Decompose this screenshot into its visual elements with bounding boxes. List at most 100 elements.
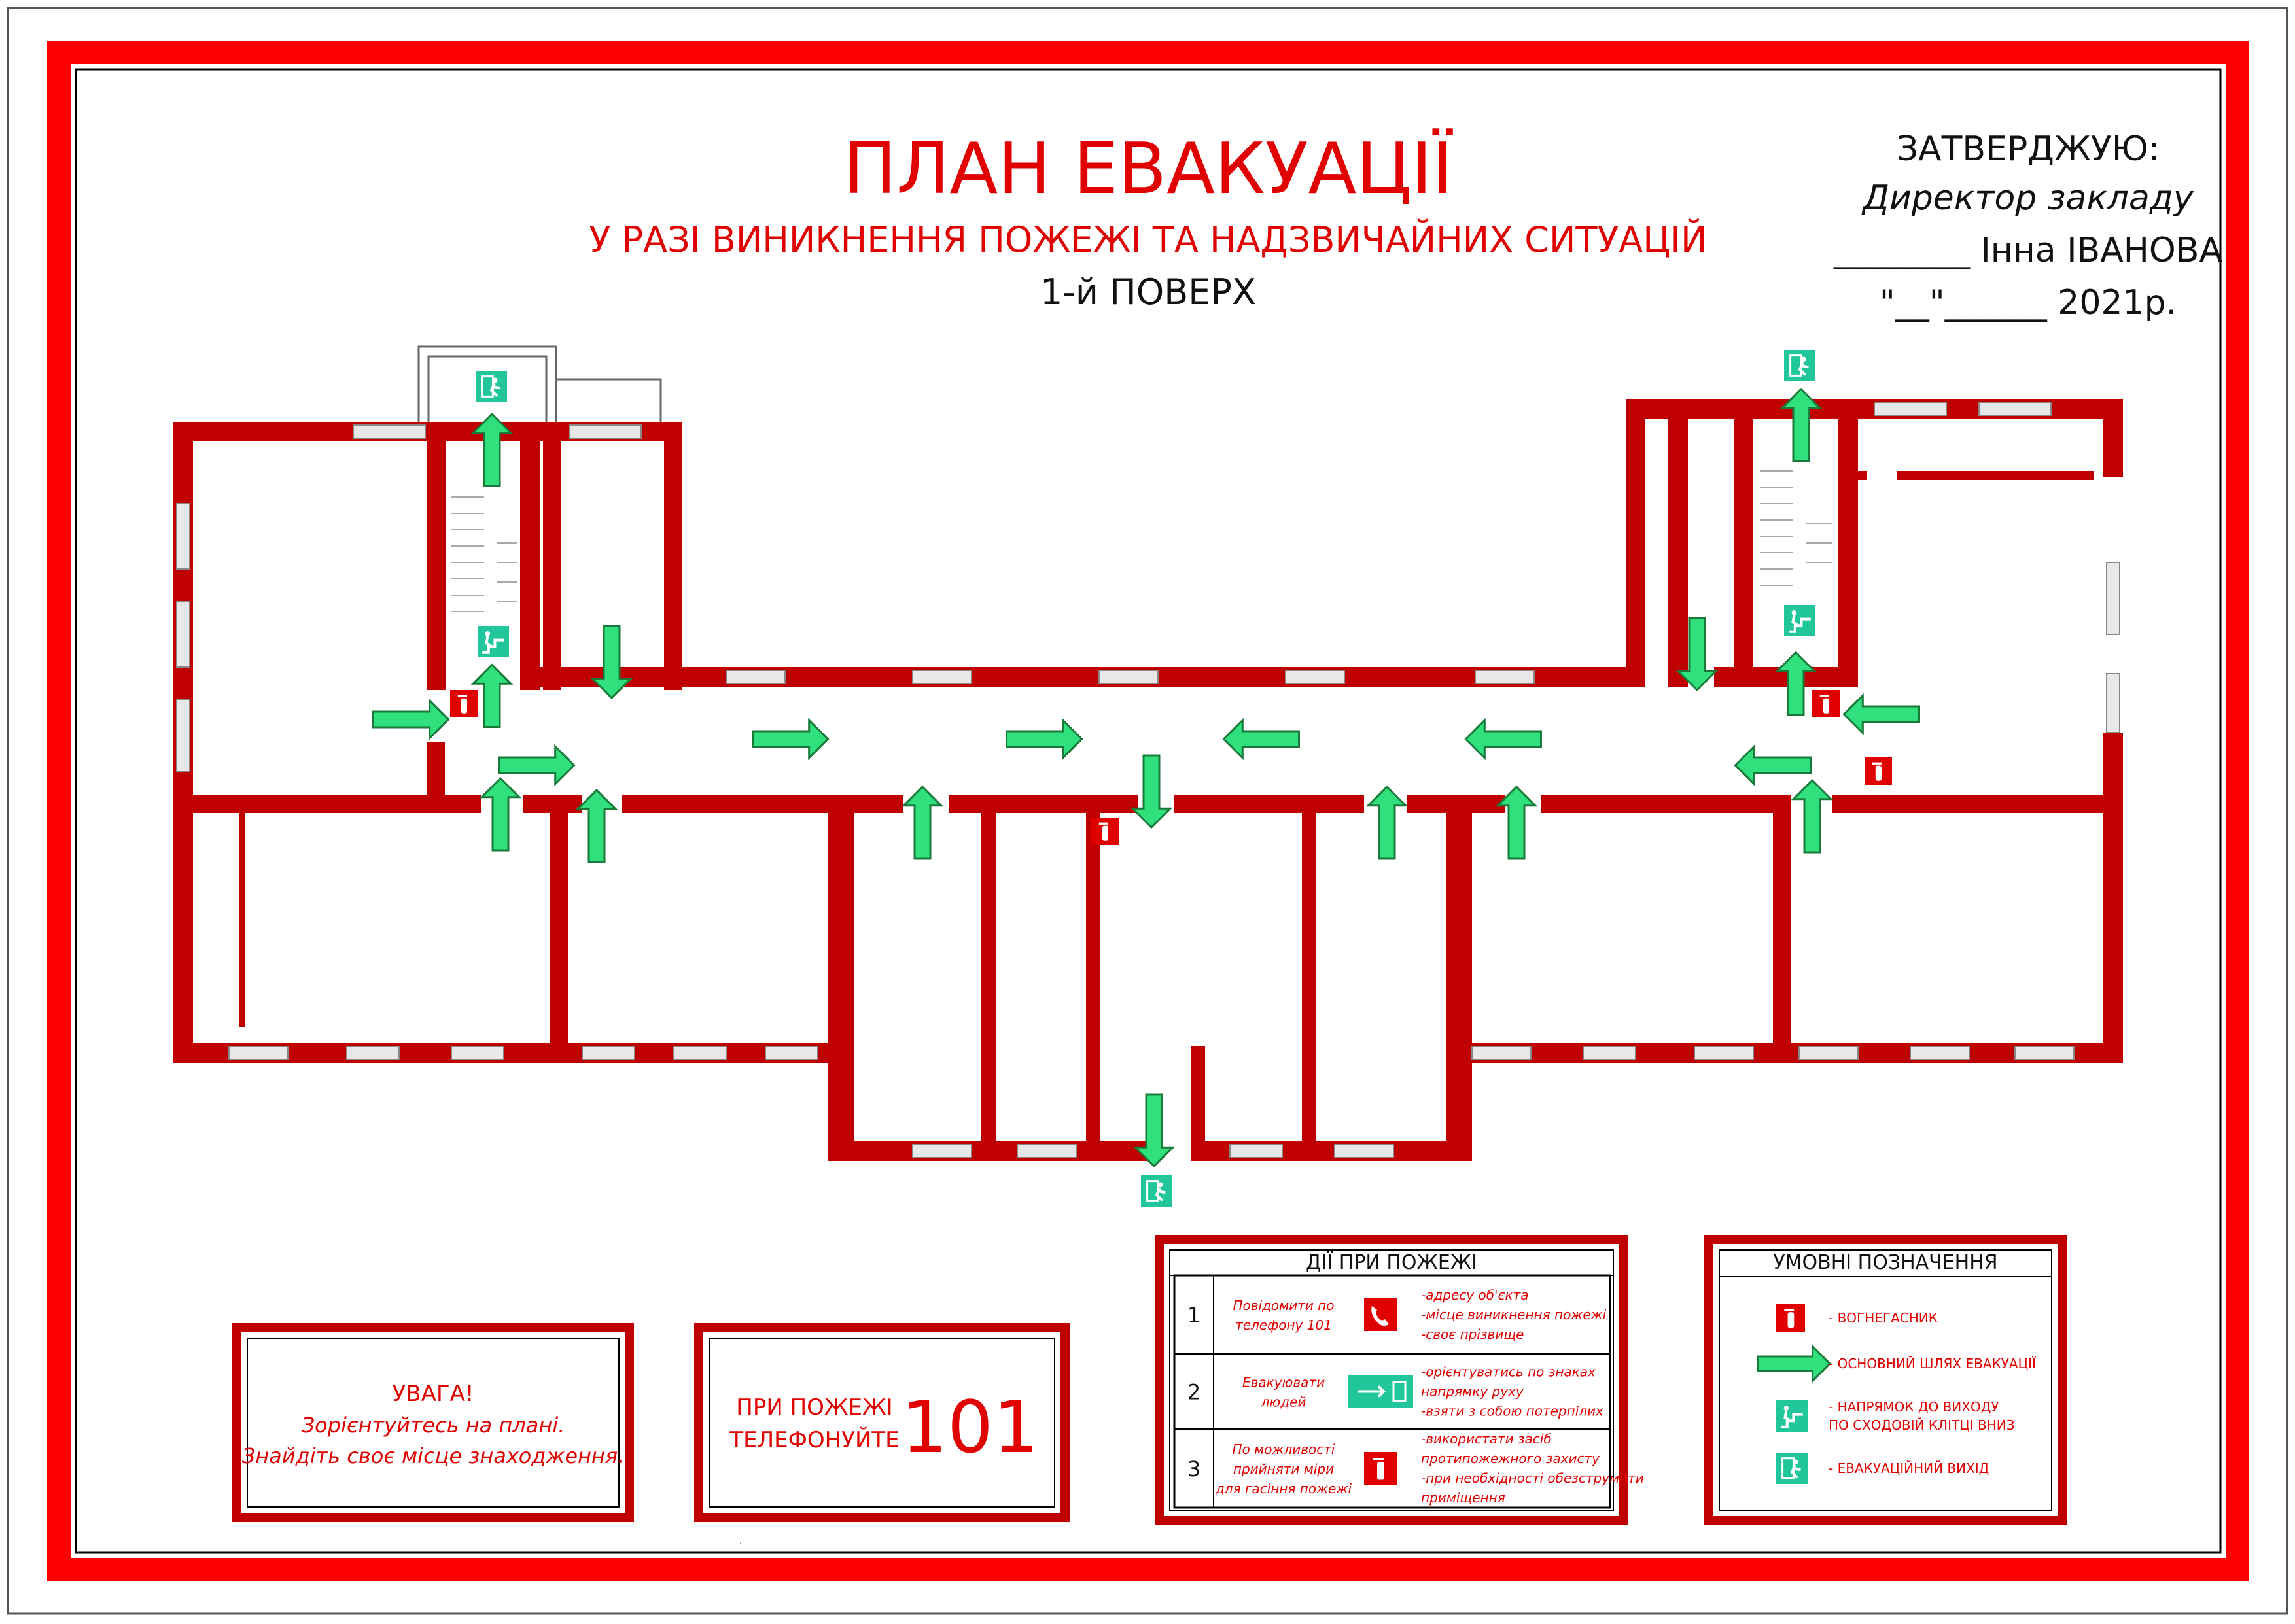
action-detail: -місце виникнення пожежі	[1421, 1307, 1607, 1322]
action-detail: протипожежного захисту	[1421, 1451, 1600, 1466]
window	[1583, 1046, 1636, 1060]
window	[1874, 402, 1947, 416]
evacuation-arrow	[1495, 785, 1538, 860]
action-detail: -орієнтуватись по знаках	[1421, 1364, 1596, 1380]
extinguisher-icon	[1865, 757, 1892, 785]
window	[1475, 670, 1535, 684]
legend-label: - ЕВАКУАЦІЙНИЙ ВИХІД	[1829, 1460, 1989, 1476]
action-number: 2	[1187, 1380, 1200, 1405]
evacuation-arrow	[470, 663, 514, 728]
plan-subtitle: У РАЗІ ВИНИКНЕННЯ ПОЖЕЖІ ТА НАДЗВИЧАЙНИХ…	[589, 219, 1708, 260]
window	[2106, 562, 2120, 635]
wall	[550, 795, 568, 1063]
window	[726, 670, 786, 684]
window	[1910, 1046, 1970, 1060]
action-text: прийняти міри	[1233, 1461, 1334, 1477]
window	[1798, 1046, 1859, 1060]
wall	[1446, 795, 1472, 1161]
window	[1334, 1144, 1394, 1158]
evacuation-arrow	[470, 412, 514, 487]
window	[2014, 1046, 2075, 1060]
window	[569, 424, 642, 439]
window	[1694, 1046, 1754, 1060]
evacuation-arrow	[479, 776, 522, 852]
right-staircase	[1760, 470, 1832, 586]
wall	[239, 811, 245, 1027]
window	[1285, 670, 1345, 684]
legend-label: - ОСНОВНИЙ ШЛЯХ ЕВАКУАЦІЇ	[1829, 1356, 2036, 1372]
evacuation-arrow	[901, 785, 944, 860]
extinguisher-icon	[1091, 818, 1119, 845]
wall	[427, 422, 446, 690]
wall	[1858, 471, 1867, 480]
action-text: для гасіння пожежі	[1215, 1481, 1352, 1496]
extinguisher-icon	[1776, 1304, 1805, 1332]
stray-dot: .	[739, 1536, 742, 1546]
wall	[1302, 795, 1316, 1161]
approval-line-1: ЗАТВЕРДЖУЮ:	[1897, 130, 2160, 169]
evacuation-arrow	[1779, 387, 1823, 462]
approval-block: ЗАТВЕРДЖУЮ: Директор закладу ________ Ін…	[1833, 130, 2223, 322]
window	[673, 1046, 727, 1060]
evacuation-arrow	[372, 698, 450, 741]
action-text: Евакуювати	[1242, 1375, 1325, 1391]
action-number: 3	[1187, 1457, 1200, 1481]
warning-line-3: Знайдіть своє місце знаходження.	[242, 1443, 625, 1468]
window	[176, 699, 190, 772]
action-detail: -своє прізвище	[1421, 1326, 1524, 1342]
left-staircase	[451, 496, 517, 612]
wall	[2103, 399, 2123, 477]
extinguisher-icon	[450, 690, 478, 717]
stair-exit-icon	[1776, 1400, 1808, 1432]
approval-line-2: Директор закладу	[1861, 179, 2194, 218]
legend-label: - ВОГНЕГАСНИК	[1829, 1310, 1938, 1326]
window	[912, 1144, 972, 1158]
wall	[1174, 795, 1364, 813]
window	[1229, 1144, 1283, 1158]
inner-frame-line	[75, 68, 2222, 1554]
wall	[828, 795, 854, 1161]
window	[1098, 670, 1159, 684]
extinguisher-icon	[1812, 690, 1840, 717]
wall	[1086, 795, 1100, 1161]
evacuation-arrow	[1734, 744, 1812, 787]
wall	[1773, 795, 1791, 1063]
action-detail: -взяти з собою потерпілих	[1421, 1404, 1603, 1419]
exit-sign-icon	[476, 371, 507, 402]
action-detail: -використати засіб	[1421, 1431, 1552, 1447]
wall	[1897, 471, 2094, 480]
wall	[2103, 733, 2123, 1063]
action-detail: приміщення	[1421, 1490, 1505, 1506]
evacuation-route	[372, 387, 1920, 1168]
window	[451, 1046, 504, 1060]
action-detail: напрямку руху	[1421, 1384, 1524, 1400]
evacuation-arrow	[752, 717, 830, 761]
approval-line-3: ________ Інна ІВАНОВА	[1833, 231, 2223, 270]
evacuation-sign-icon	[1348, 1375, 1413, 1408]
window	[2106, 673, 2120, 733]
action-text: По можливості	[1233, 1442, 1335, 1457]
warning-box: УВАГА! Зорієнтуйтесь на плані. Знайдіть …	[232, 1323, 634, 1522]
evacuation-arrow	[590, 625, 633, 700]
evacuation-arrow	[1222, 717, 1300, 761]
action-detail: -адресу об'єкта	[1421, 1287, 1529, 1303]
action-text: телефону 101	[1235, 1317, 1332, 1333]
evacuation-arrow	[1791, 778, 1834, 854]
warning-line-1: УВАГА!	[393, 1381, 474, 1407]
phone-icon	[1364, 1298, 1397, 1331]
wall	[1668, 399, 1688, 687]
exit-sign-icon	[1784, 350, 1815, 381]
window	[176, 503, 190, 570]
wall	[1191, 1046, 1205, 1161]
wall	[520, 667, 1645, 687]
floor-label: 1-й ПОВЕРХ	[1040, 271, 1256, 313]
action-number: 1	[1187, 1303, 1200, 1328]
legend-label: - НАПРЯМОК ДО ВИХОДУ	[1829, 1399, 1999, 1415]
evacuation-arrow	[575, 788, 618, 863]
evacuation-arrow	[1132, 1093, 1176, 1168]
phone-box: ПРИ ПОЖЕЖІ ТЕЛЕФОНУЙТЕ 101	[694, 1323, 1070, 1522]
red-frame	[47, 41, 2249, 1581]
evacuation-arrow	[1464, 717, 1542, 761]
evacuation-arrow	[1757, 1343, 1832, 1384]
